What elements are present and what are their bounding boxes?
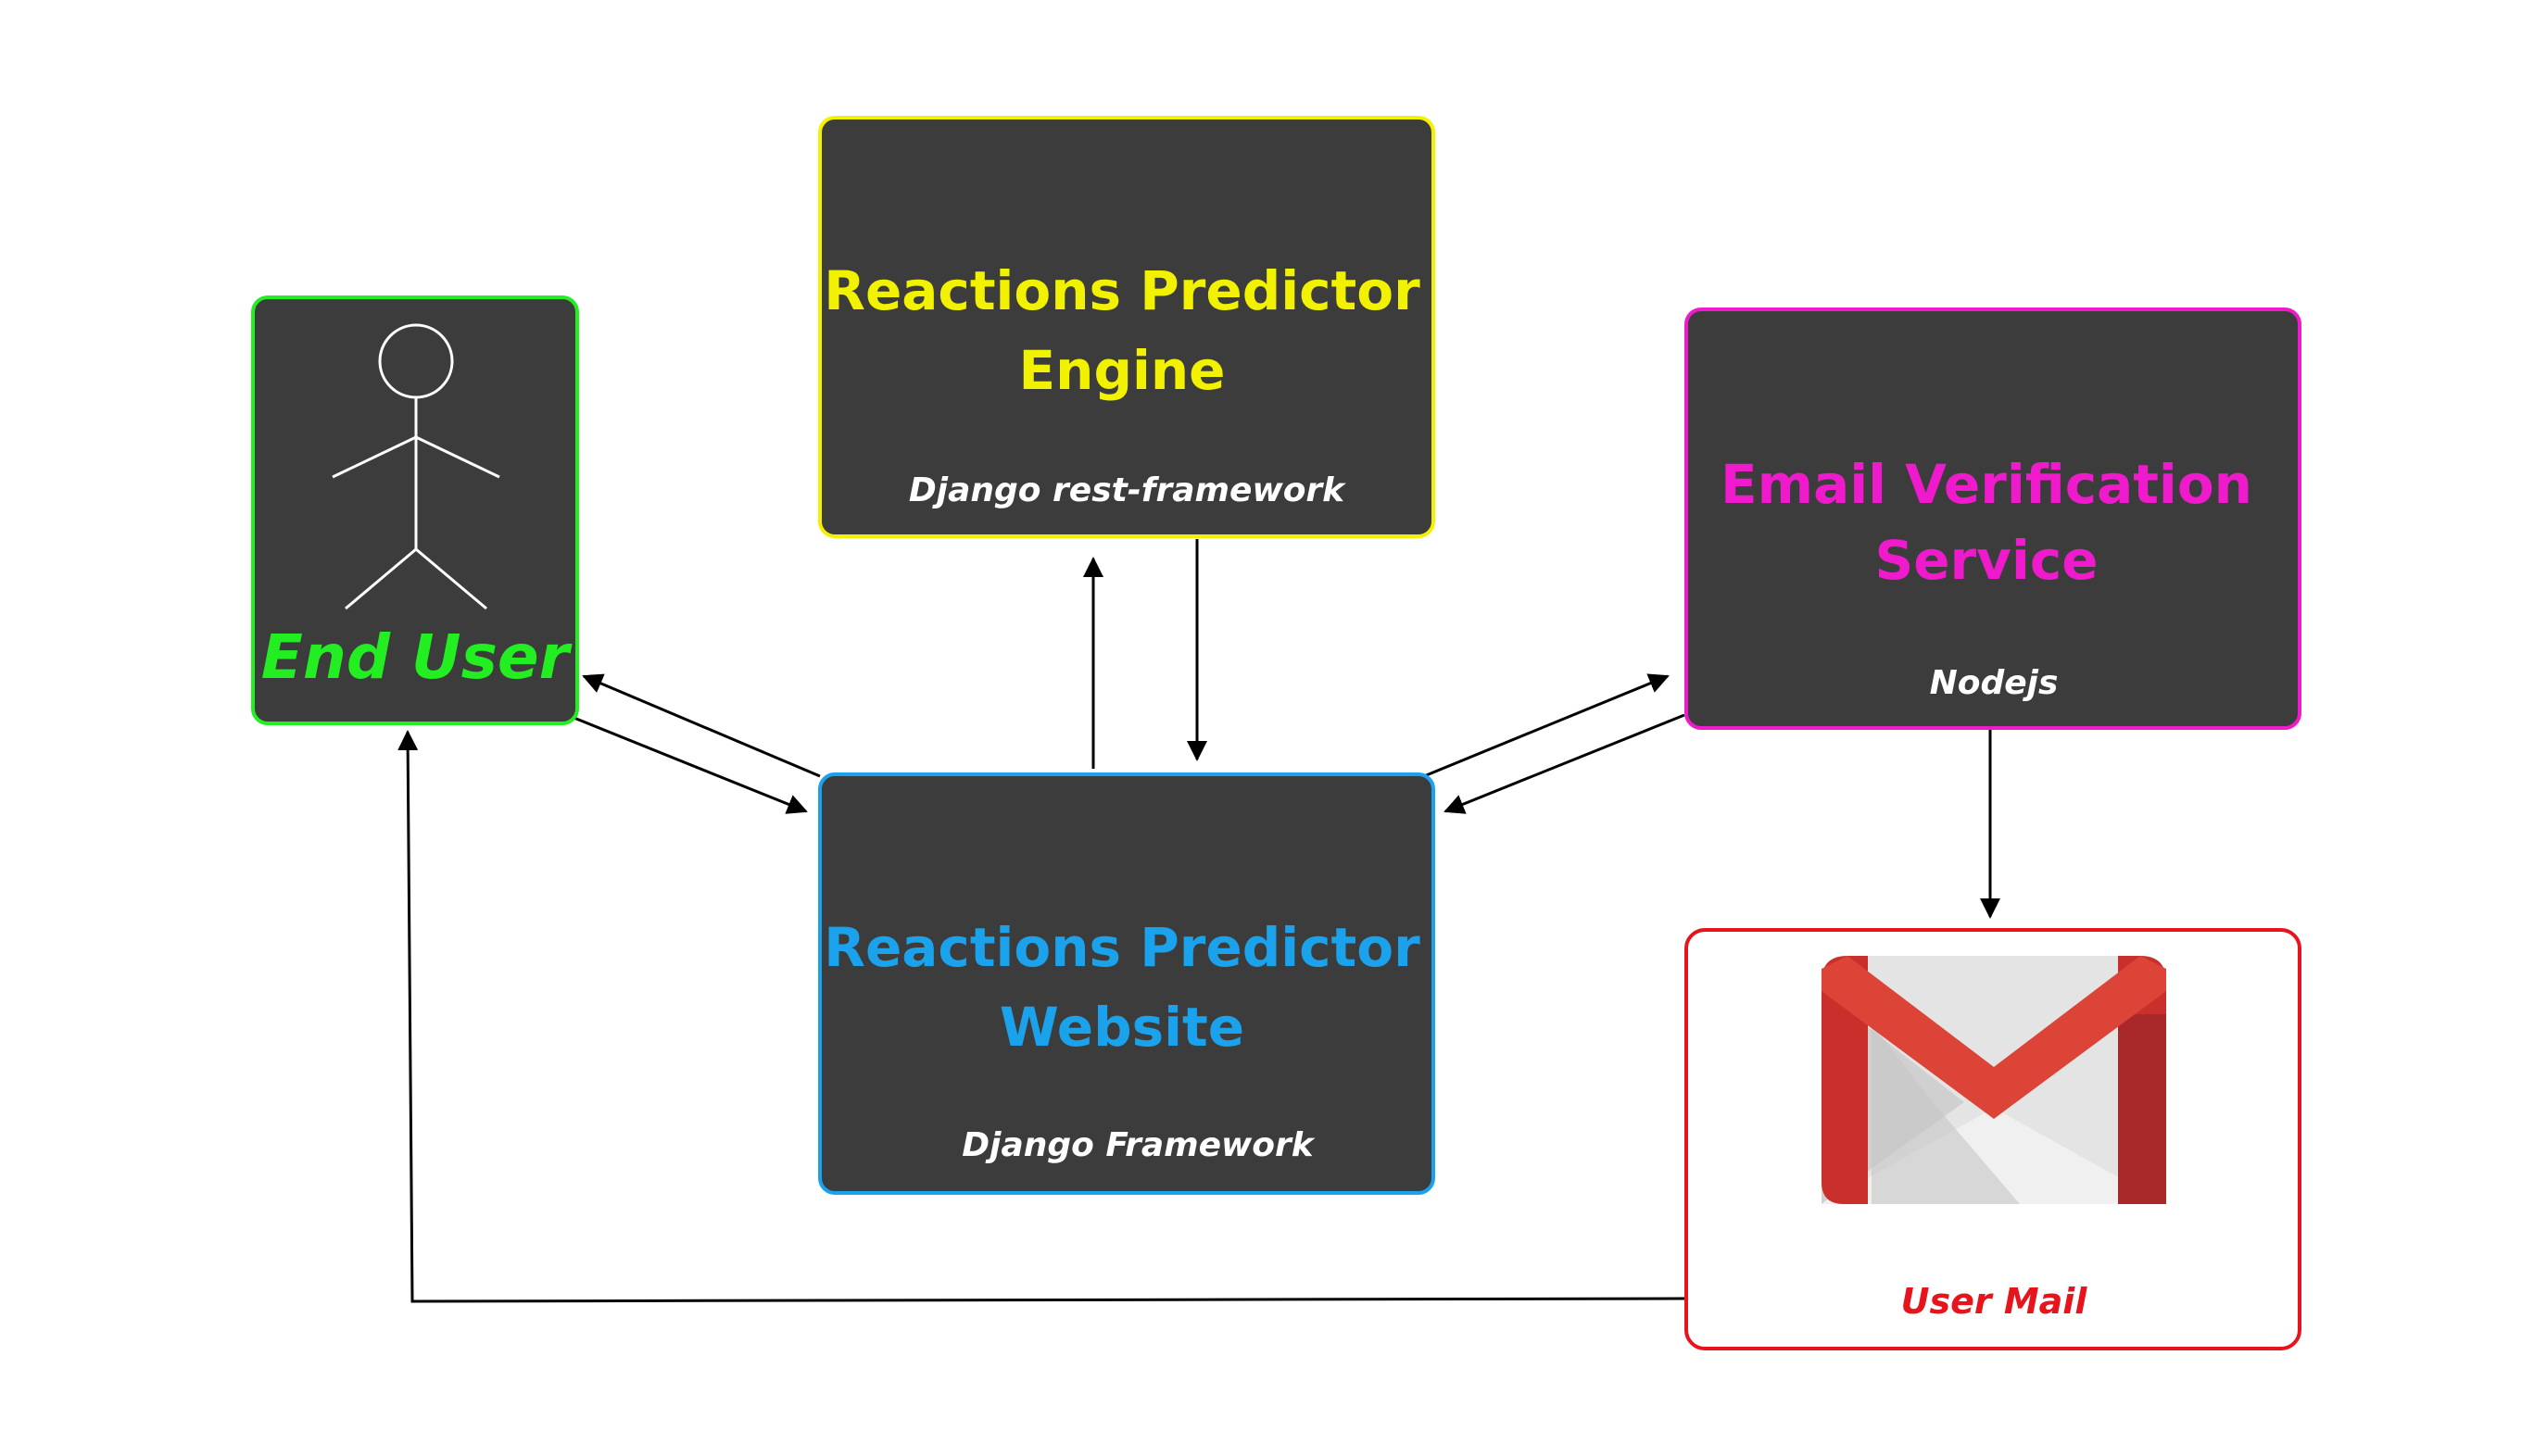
website-subtitle: Django Framework: [962, 1126, 1316, 1164]
email-service-title-line2: Service: [1874, 529, 2098, 592]
stick-figure-icon: [332, 323, 500, 610]
engine-title-line1: Reactions Predictor: [824, 259, 1420, 322]
node-email-service[interactable]: Email Verification Service Nodejs: [1684, 308, 2301, 730]
edge-end-user-to-website: [566, 713, 808, 814]
website-box: [818, 772, 1435, 1195]
email-service-title-line1: Email Verification: [1721, 453, 2252, 516]
node-user-mail[interactable]: User Mail: [1684, 928, 2301, 1350]
engine-subtitle: Django rest-framework: [909, 471, 1346, 509]
email-service-subtitle: Nodejs: [1930, 664, 2059, 702]
website-title-line1: Reactions Predictor: [824, 916, 1420, 979]
edge-email-service-to-website: [1443, 713, 1685, 814]
engine-box: [818, 116, 1435, 538]
end-user-label: End User: [261, 621, 573, 693]
edge-user-mail-to-end-user: [397, 730, 1685, 1303]
edge-website-to-end-user: [582, 673, 821, 778]
gmail-logo-icon: [1822, 956, 2166, 1204]
node-website[interactable]: Reactions Predictor Website Django Frame…: [818, 772, 1435, 1195]
node-end-user[interactable]: End User: [251, 295, 579, 725]
email-service-box: [1684, 308, 2301, 730]
node-engine[interactable]: Reactions Predictor Engine Django rest-f…: [818, 116, 1435, 538]
edge-website-to-email-service: [1423, 673, 1670, 778]
engine-title-line2: Engine: [1019, 339, 1226, 402]
website-title-line2: Website: [1000, 996, 1244, 1059]
user-mail-label: User Mail: [1901, 1281, 2088, 1322]
edges: [397, 539, 2000, 1303]
